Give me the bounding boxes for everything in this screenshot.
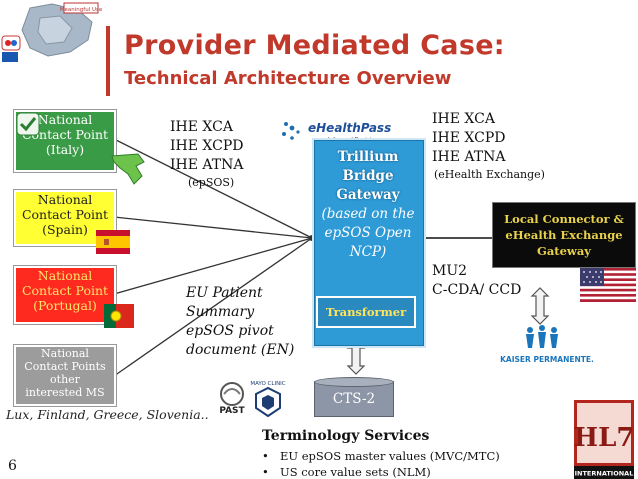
gateway-name-1: Trillium <box>337 149 399 165</box>
link-spain <box>113 216 313 239</box>
ncp-spain-line-2: Contact Point <box>21 207 109 222</box>
title-accent-bar <box>106 26 110 96</box>
link-portugal <box>113 237 313 295</box>
ncp-other-line-2: Contact Points <box>24 360 106 373</box>
page-subtitle: Technical Architecture Overview <box>124 68 452 89</box>
local-connector-line-3: Gateway <box>537 244 591 258</box>
terminology-item: US core value sets (NLM) <box>262 464 500 479</box>
right-protocols-note: (eHealth Exchange) <box>434 168 545 181</box>
local-connector-line-2: eHealth Exchange <box>505 228 623 242</box>
hl7-logo-tag: INTERNATIONAL <box>575 470 634 478</box>
left-protocol-3: IHE ATNA <box>170 157 244 173</box>
eu-summary-label: EU Patient Summary epSOS pivot document … <box>186 284 294 360</box>
us-flag-icon <box>580 268 636 302</box>
transformer-box: Transformer <box>316 296 416 328</box>
ncp-other: National Contact Points other interested… <box>14 345 116 406</box>
eu-map-logo: Meaningful Use <box>0 0 104 70</box>
kaiser-logo-text: KAISER PERMANENTE. <box>500 355 594 364</box>
right-protocol-2: IHE XCPD <box>432 130 506 146</box>
gateway-detail-2: epSOS Open <box>324 225 412 241</box>
gateway-detail-1: (based on the <box>321 206 415 222</box>
kaiser-permanente-logo: KAISER PERMANENTE. <box>500 325 594 364</box>
gateway-name-3: Gateway <box>336 187 400 203</box>
mu2-line-2: C-CDA/ CCD <box>432 282 522 298</box>
italy-map-icon <box>111 153 145 185</box>
left-protocols-note: (epSOS) <box>188 176 235 189</box>
ncp-italy-line-1: National <box>37 112 93 127</box>
eu-summary-line-4: document (EN) <box>186 342 295 358</box>
ncp-other-line-3: other <box>50 373 80 386</box>
mu2-label: MU2 C-CDA/ CCD <box>432 262 521 300</box>
spain-flag-icon <box>96 230 130 254</box>
eu-summary-line-3: epSOS pivot <box>186 323 274 339</box>
mu2-arrow <box>530 287 550 325</box>
cts2-cylinder-top <box>314 377 394 387</box>
hl7-logo-text: HL7 <box>574 423 634 453</box>
past-logo-text: PAST <box>219 406 245 416</box>
local-connector-gateway: Local Connector & eHealth Exchange Gatew… <box>492 202 636 268</box>
terminology-list: EU epSOS master values (MVC/MTC) US core… <box>262 448 500 479</box>
ncp-other-line-4: interested MS <box>25 386 105 399</box>
other-countries-note: Lux, Finland, Greece, Slovenia.. <box>6 407 209 422</box>
cts2-service: CTS-2 <box>314 381 394 417</box>
checkmark-icon <box>16 112 40 136</box>
page-number: 6 <box>8 458 17 474</box>
local-connector-line-1: Local Connector & <box>504 212 624 226</box>
right-protocol-1: IHE XCA <box>432 111 495 127</box>
link-other <box>113 237 313 377</box>
mu2-line-1: MU2 <box>432 263 468 279</box>
ncp-portugal-line-3: (Portugal) <box>33 298 97 313</box>
ncp-spain-line-1: National <box>37 192 93 207</box>
terminology-item: EU epSOS master values (MVC/MTC) <box>262 448 500 464</box>
mayo-clinic-logo: MAYO CLINIC <box>250 381 286 418</box>
gateway-name-2: Bridge <box>342 168 394 184</box>
portugal-flag-icon <box>104 304 134 328</box>
ncp-italy-line-2: Contact Point <box>21 127 109 142</box>
eu-summary-line-1: EU Patient <box>186 285 263 301</box>
left-protocol-2: IHE XCPD <box>170 138 244 154</box>
ncp-other-line-1: National <box>41 347 89 360</box>
terminology-title: Terminology Services <box>262 428 430 444</box>
past-logo: PAST <box>219 382 246 416</box>
hl7-logo: HL7 INTERNATIONAL <box>574 400 634 479</box>
meaningful-use-badge: Meaningful Use <box>60 7 103 13</box>
ncp-italy-line-3: (Italy) <box>45 142 85 157</box>
left-protocol-1: IHE XCA <box>170 119 233 135</box>
link-italy <box>113 138 313 239</box>
ncp-portugal-line-1: National <box>37 268 93 283</box>
ncp-spain-line-3: (Spain) <box>42 222 88 237</box>
right-protocols: IHE XCA IHE XCPD IHE ATNA <box>432 110 506 167</box>
right-protocol-3: IHE ATNA <box>432 149 506 165</box>
gateway-detail-3: NCP) <box>349 244 387 260</box>
ncp-portugal: National Contact Point (Portugal) <box>14 266 116 324</box>
gateway-label: Trillium Bridge Gateway (based on the ep… <box>314 148 422 262</box>
ncp-portugal-line-2: Contact Point <box>21 283 109 298</box>
page-title: Provider Mediated Case: <box>124 30 505 61</box>
mayo-logo-text: MAYO CLINIC <box>250 381 285 387</box>
left-protocols: IHE XCA IHE XCPD IHE ATNA <box>170 118 244 175</box>
ehealthpass-logo-text: eHealthPass <box>308 121 391 135</box>
eu-summary-line-2: Summary <box>186 304 255 320</box>
